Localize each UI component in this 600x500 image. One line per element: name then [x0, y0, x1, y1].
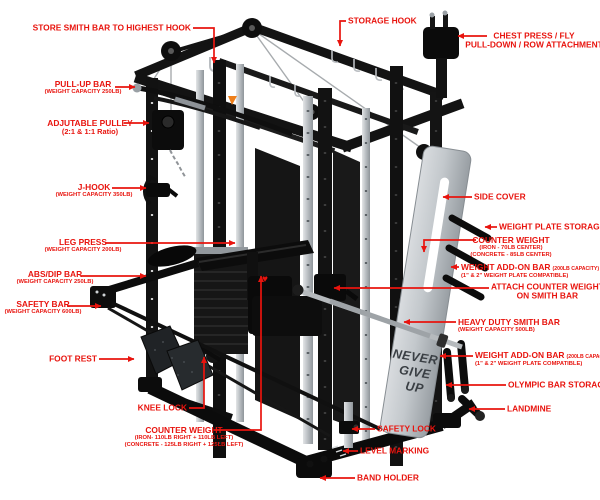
- j-hook-part: [146, 183, 170, 197]
- smith-carriage: [314, 274, 346, 301]
- heart-decal: ♥: [262, 274, 268, 285]
- smith-bar-part: [292, 274, 463, 350]
- leader-counter-weight-center: [421, 239, 476, 253]
- chest-press-attachment-part: [423, 10, 459, 98]
- dip-pad: [147, 245, 197, 267]
- side-cover-slot: [423, 177, 450, 293]
- orange-logo: [228, 96, 237, 105]
- svg-text:GIVE: GIVE: [398, 363, 432, 382]
- cable-handle: [143, 176, 152, 206]
- plate-storage-peg: [448, 214, 492, 242]
- svg-text:UP: UP: [404, 379, 424, 396]
- weight-stack-top-plate: [194, 247, 248, 254]
- level-marks: [331, 445, 347, 457]
- adjustable-pulley-carriage: [152, 110, 184, 150]
- olympic-bar-holder: [443, 348, 455, 401]
- leader-counter-weight-left: [214, 275, 264, 431]
- post-holes: [150, 82, 438, 458]
- leader-knee-lock: [189, 356, 207, 409]
- decals: ♥: [228, 96, 268, 285]
- dip-and-safety-bars: [90, 245, 381, 438]
- brand-text: NEVER GIVE UP: [392, 347, 439, 396]
- side-cover-panel: NEVER GIVE UP: [380, 145, 472, 439]
- band-holder-peg: [306, 460, 314, 468]
- chain: [169, 149, 187, 179]
- leader-storage-hook: [337, 20, 346, 47]
- plate-storage-peg: [445, 244, 489, 272]
- leader-store-smith-bar-to-highest-hook: [193, 27, 217, 64]
